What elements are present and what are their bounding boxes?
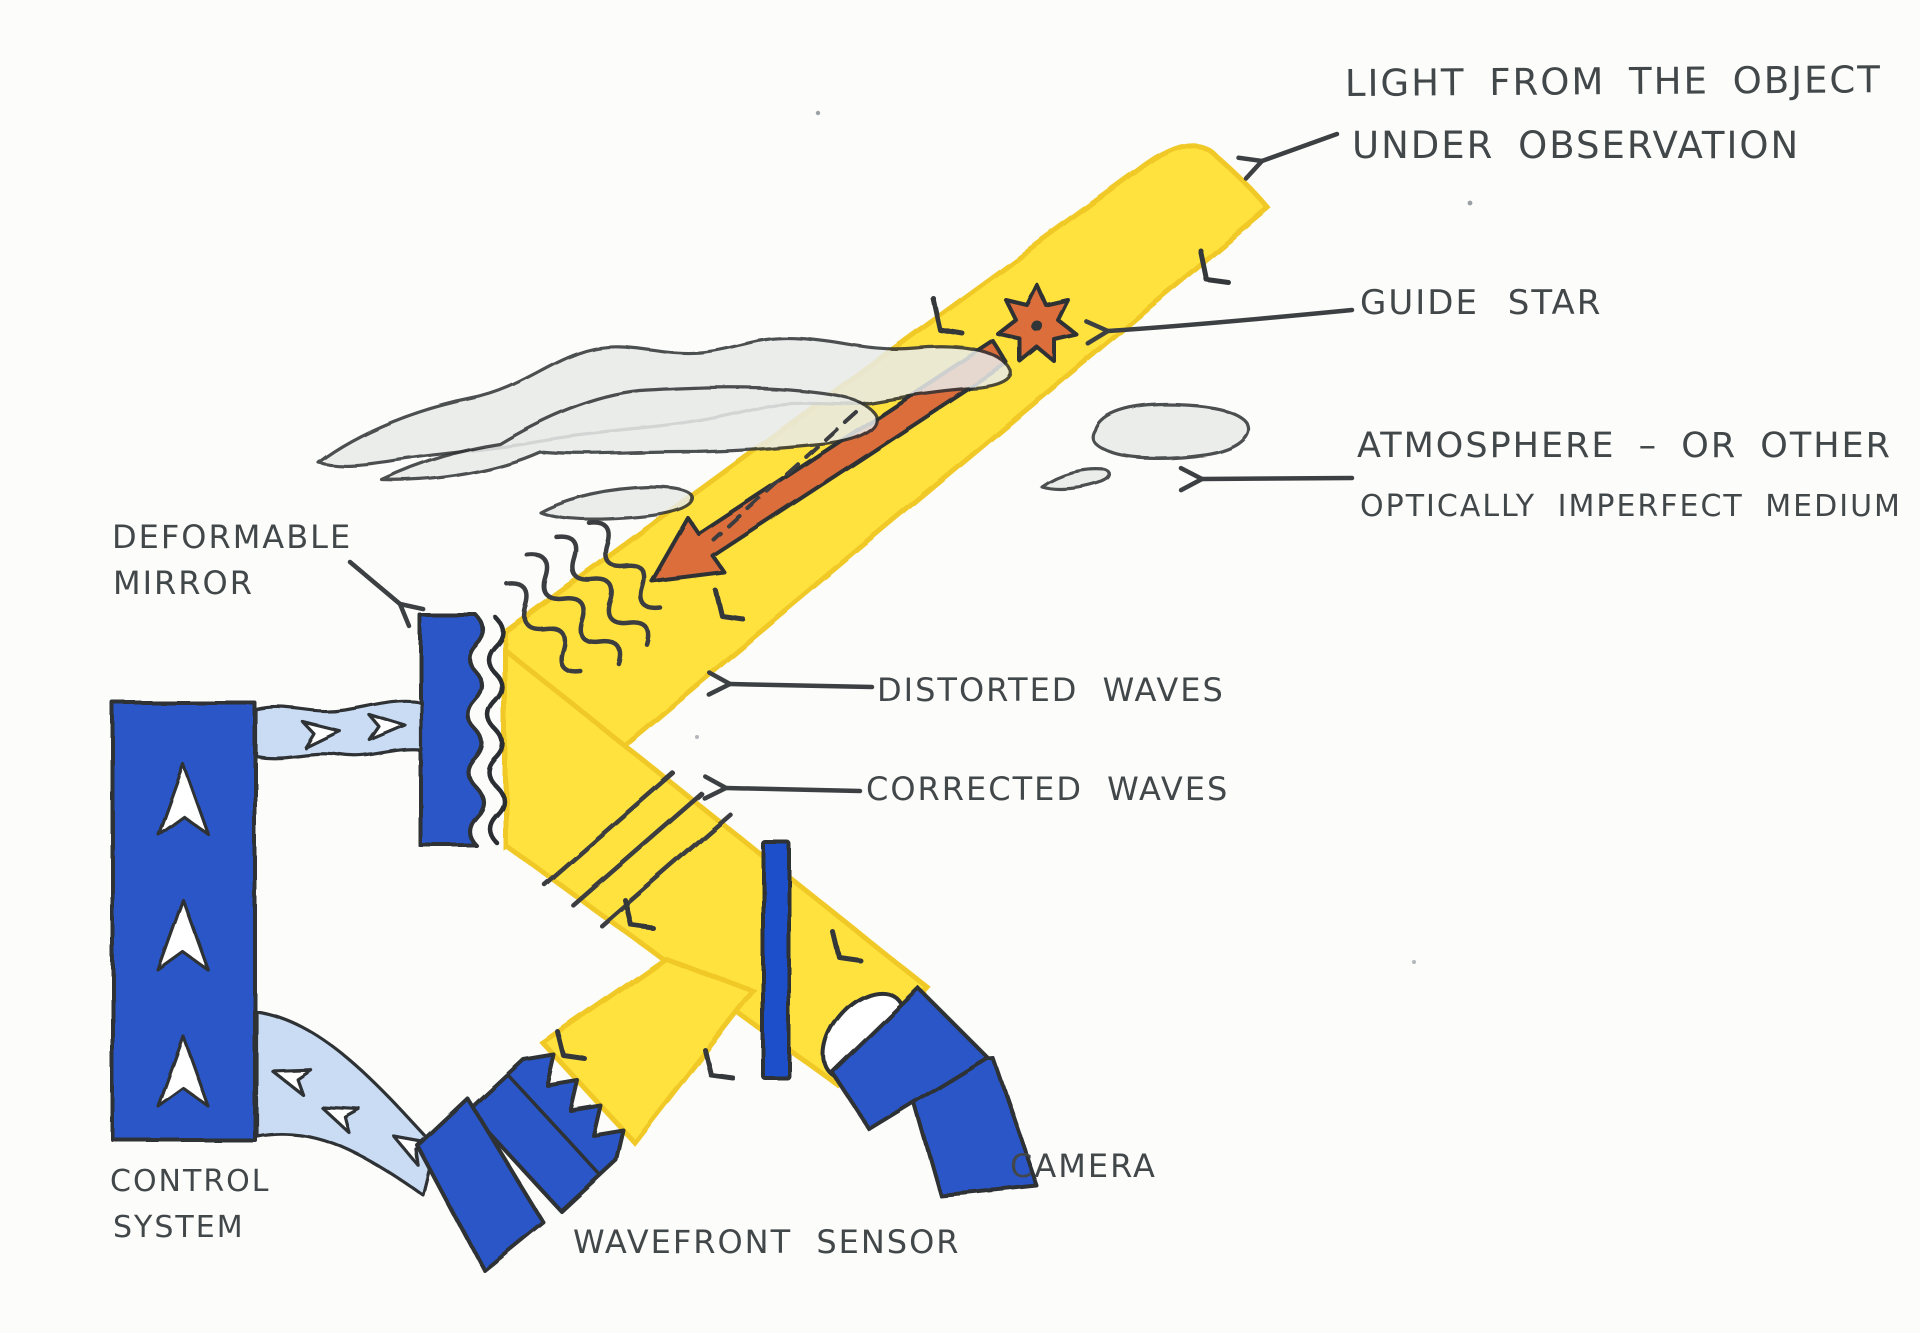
control-up-arrow [156,762,210,836]
beam-tick-mark [712,587,745,621]
control-up-arrow [156,1034,210,1108]
scan-speck [1467,200,1473,206]
label-light-source-line2: UNDER OBSERVATION [1352,124,1800,167]
distorted-wavefronts [506,520,664,674]
label-control-system-line1: CONTROL [110,1164,271,1199]
atmosphere-arrow [1178,465,1355,493]
deformable-mirror-arrow [347,559,426,629]
corrected-wavefronts [542,771,733,929]
ribbon-chevron [271,1068,313,1097]
label-atmosphere-line1: ATMOSPHERE – OR OTHER [1357,426,1892,466]
label-wavefront-sensor: WAVEFRONT SENSOR [573,1223,961,1261]
label-guide-star: GUIDE STAR [1360,283,1602,323]
wavefront-sensor-seam [506,1073,602,1177]
beam-splitter [761,840,791,1080]
beam-tick-mark [830,929,863,963]
beam-tick-mark [622,897,656,931]
deformable-mirror-body [418,613,485,847]
atmosphere-cloud [380,386,878,482]
camera-lens-cone [830,986,990,1132]
ribbon-chevron [367,713,408,743]
beam-tick-mark [702,1047,736,1081]
atmosphere-cloud [1040,468,1112,492]
wavefront-sensor-block [416,1097,545,1272]
label-camera: CAMERA [1010,1147,1157,1185]
label-deformable-mirror-line1: DEFORMABLE [112,518,352,556]
corrected-waves-arrow [702,774,863,801]
atmosphere-cloud [1091,402,1251,461]
ideal-path-dashed-line [712,410,858,542]
label-arrows [347,131,1355,801]
label-distorted-waves: DISTORTED WAVES [877,671,1225,709]
beam-tick-mark [930,295,966,337]
label-deformable-mirror-line2: MIRROR [113,564,254,602]
deformable-mirror-surface [486,615,506,845]
ribbon-chevron [319,1105,362,1135]
sky-light-beam [502,142,1272,851]
guide-star-arrow [1084,307,1355,346]
scan-speck [815,110,821,116]
label-light-source-line1: LIGHT FROM THE OBJECT [1345,58,1882,105]
ribbon-chevron [301,720,342,750]
beam-tick-mark [555,1029,588,1062]
wavefront-sensor-body [467,1053,625,1213]
label-corrected-waves: CORRECTED WAVES [866,770,1229,808]
scan-speck [695,735,699,739]
beam-tick-mark [1197,247,1231,285]
label-control-system-line2: SYSTEM [113,1210,245,1245]
distorted-ray-arrow [650,339,1009,583]
scan-speck [1412,960,1416,964]
light-source-arrow [1236,131,1340,181]
guide-star-center-dot [1031,320,1043,332]
sensor-beam [539,955,758,1147]
distorted-waves-arrow [706,670,875,697]
labels: LIGHT FROM THE OBJECT UNDER OBSERVATION … [110,58,1902,1261]
control-up-arrow [156,898,210,972]
label-atmosphere-line2: OPTICALLY IMPERFECT MEDIUM [1360,489,1902,524]
atmosphere-cloud [538,485,694,521]
